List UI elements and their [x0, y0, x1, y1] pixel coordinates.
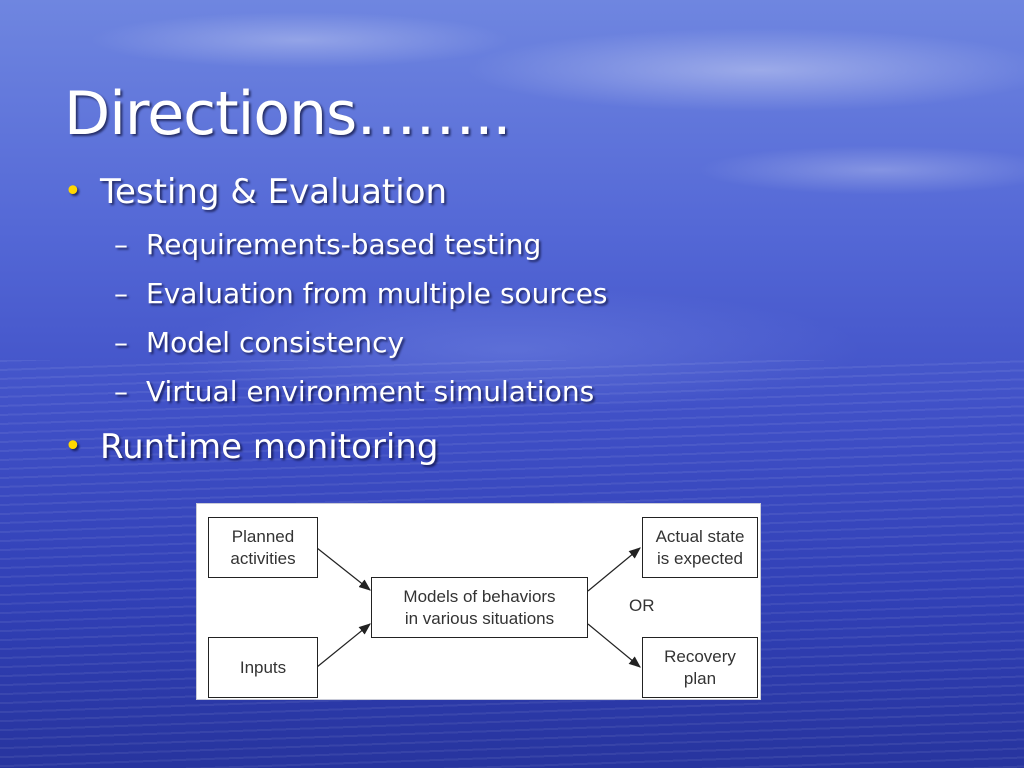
planned-line-2: activities: [230, 548, 296, 568]
bullet-icon: •: [64, 174, 82, 209]
actual-line-2: is expected: [656, 548, 743, 568]
slide-title: Directions……..: [64, 79, 511, 149]
recovery-line-2: plan: [683, 668, 717, 688]
actual-state-box: Actual state is expected: [642, 517, 758, 578]
dash-icon: –: [114, 228, 128, 261]
or-label: OR: [629, 596, 655, 615]
arrow-models-to-actual: [587, 547, 641, 592]
models-line-2: in various situations: [404, 608, 555, 628]
arrow-inputs-to-models: [316, 623, 371, 668]
planned-line-1: Planned: [231, 526, 295, 546]
bullet-text: Runtime monitoring: [100, 427, 439, 467]
dash-icon: –: [114, 375, 128, 408]
runtime-monitoring-diagram: Planned activities Inputs Models of beha…: [196, 503, 761, 700]
bullet-text: Testing & Evaluation: [100, 172, 448, 212]
dash-icon: –: [114, 326, 128, 359]
inputs-box: Inputs: [208, 637, 318, 698]
bullet-icon: •: [64, 429, 82, 464]
models-box: Models of behaviors in various situation…: [371, 577, 588, 638]
sub-bullet-text: Model consistency: [146, 326, 405, 359]
sub-bullet-text: Virtual environment simulations: [146, 375, 595, 408]
planned-activities-box: Planned activities: [208, 517, 318, 578]
models-line-1: Models of behaviors: [403, 586, 556, 606]
actual-line-1: Actual state: [655, 526, 745, 546]
recovery-plan-box: Recovery plan: [642, 637, 758, 698]
diagram-arrows: [316, 547, 641, 668]
arrow-planned-to-models: [316, 547, 371, 591]
sub-bullet-text: Requirements-based testing: [146, 228, 542, 261]
recovery-line-1: Recovery: [664, 646, 736, 666]
arrow-models-to-recovery: [587, 623, 641, 668]
inputs-label: Inputs: [239, 657, 287, 677]
dash-icon: –: [114, 277, 128, 310]
sub-bullet-text: Evaluation from multiple sources: [146, 277, 608, 310]
